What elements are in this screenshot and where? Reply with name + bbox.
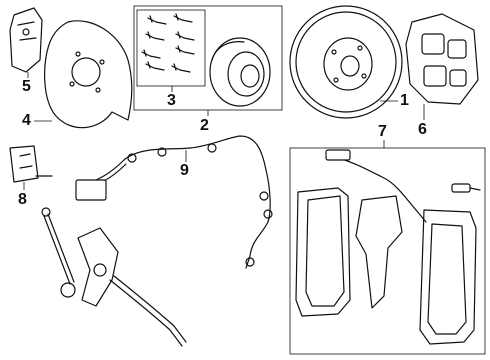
callout-9: 9 (180, 162, 189, 179)
bolt-set-part-3 (141, 13, 195, 73)
brake-pads-part-7 (295, 149, 481, 345)
pad-kit-box (289, 147, 486, 355)
callout-7: 7 (378, 123, 387, 140)
bracket-part-5 (9, 7, 43, 73)
callout-1: 1 (400, 92, 409, 109)
dust-shield-part-4 (44, 20, 133, 129)
callout-6: 6 (418, 121, 427, 138)
callout-3: 3 (167, 92, 176, 109)
brake-rotor-part-1 (289, 5, 403, 119)
callout-4: 4 (22, 112, 31, 129)
callout-5: 5 (22, 78, 31, 95)
callout-8: 8 (18, 191, 27, 208)
sensor-bracket-part-8 (9, 145, 53, 183)
abs-harness-part-9 (75, 135, 273, 269)
hub-bearing-part-2 (209, 37, 271, 107)
height-sensor-assembly (41, 207, 187, 347)
bolt-kit-box (136, 9, 206, 87)
callout-2: 2 (200, 117, 209, 134)
caliper-part-6 (405, 13, 479, 105)
